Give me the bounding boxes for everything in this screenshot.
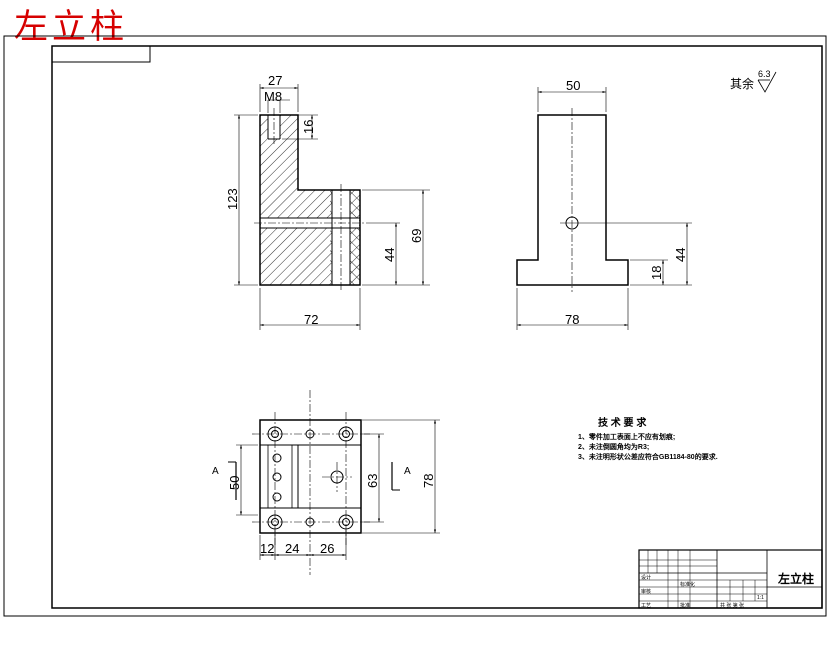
section-mark-left: A bbox=[212, 466, 219, 477]
roughness-note: 其余 6.3 bbox=[730, 69, 777, 93]
front-view: 27 M8 16 123 72 69 44 bbox=[225, 73, 430, 330]
roughness-value: 6.3 bbox=[758, 69, 771, 79]
front-dim-123: 123 bbox=[225, 188, 240, 210]
front-dim-44: 44 bbox=[382, 248, 397, 262]
watermark-title: 左立柱 bbox=[14, 9, 128, 46]
top-dim-78: 78 bbox=[421, 474, 436, 488]
tech-requirements: 技 术 要 求 1、零件加工表面上不应有划痕; 2、未注倒圆角均为R3; 3、未… bbox=[578, 416, 718, 461]
roughness-label: 其余 bbox=[730, 76, 754, 91]
side-dim-44: 44 bbox=[673, 248, 688, 262]
title-block-approve: 批准 bbox=[680, 602, 690, 609]
title-block-scale: 1:1 bbox=[757, 595, 764, 601]
top-view: A A 50 63 78 12 24 26 bbox=[212, 390, 440, 575]
side-dim-50: 50 bbox=[566, 78, 580, 93]
tech-item-3: 3、未注明形状公差应符合GB1184-80的要求. bbox=[578, 452, 718, 461]
top-dim-24: 24 bbox=[285, 541, 299, 556]
top-dim-12: 12 bbox=[260, 541, 274, 556]
title-block-process: 工艺 bbox=[641, 603, 651, 609]
front-dim-69: 69 bbox=[409, 229, 424, 243]
tech-item-1: 1、零件加工表面上不应有划痕; bbox=[578, 432, 675, 441]
top-dim-26: 26 bbox=[320, 541, 334, 556]
side-dim-78: 78 bbox=[565, 312, 579, 327]
title-block-std: 标准化 bbox=[680, 581, 695, 588]
side-view: 50 78 44 18 bbox=[516, 78, 692, 330]
tech-title: 技 术 要 求 bbox=[598, 416, 647, 429]
title-block-design: 设计 bbox=[641, 574, 651, 581]
title-block-part-name: 左立柱 bbox=[777, 571, 814, 586]
side-dim-18: 18 bbox=[649, 266, 664, 280]
front-dim-16: 16 bbox=[301, 120, 316, 134]
code-box bbox=[51, 45, 151, 63]
inner-frame bbox=[51, 45, 823, 609]
title-block-sheets: 共 张 第 张 bbox=[720, 602, 744, 609]
top-dim-50: 50 bbox=[227, 476, 242, 490]
front-dim-m8: M8 bbox=[264, 89, 282, 104]
section-mark-right: A bbox=[404, 466, 411, 477]
front-dim-27: 27 bbox=[268, 73, 282, 88]
top-dim-63: 63 bbox=[365, 474, 380, 488]
title-block-review: 审核 bbox=[641, 588, 651, 595]
tech-item-2: 2、未注倒圆角均为R3; bbox=[578, 442, 649, 451]
title-block bbox=[638, 549, 823, 609]
front-dim-72: 72 bbox=[304, 312, 318, 327]
outer-frame bbox=[3, 35, 827, 617]
